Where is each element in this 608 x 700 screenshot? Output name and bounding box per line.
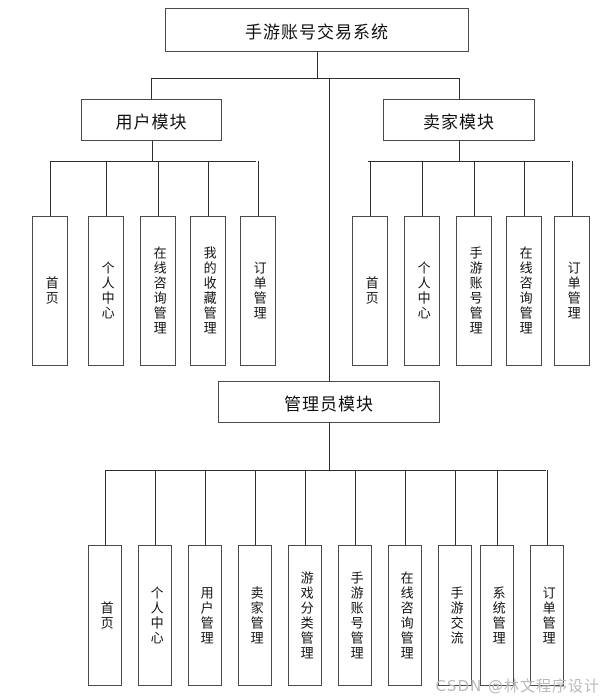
node-leaf-seller-3[interactable]: 在线咨询管理 bbox=[506, 216, 542, 366]
connector-admin-child-8 bbox=[497, 470, 498, 545]
connector-seller-child-3 bbox=[524, 161, 525, 216]
node-leaf-admin-2-label: 用户管理 bbox=[197, 585, 213, 646]
node-leaf-admin-4-label: 游戏分类管理 bbox=[297, 570, 313, 661]
connector-admin-child-6 bbox=[405, 470, 406, 545]
node-leaf-admin-8[interactable]: 系统管理 bbox=[480, 545, 514, 686]
connector-user-child-0 bbox=[50, 161, 51, 216]
connector-seller-child-4 bbox=[572, 161, 573, 216]
node-leaf-seller-4-label: 订单管理 bbox=[564, 261, 580, 321]
node-leaf-seller-3-label: 在线咨询管理 bbox=[516, 246, 532, 336]
connector-admin-child-0 bbox=[105, 470, 106, 545]
node-leaf-seller-0[interactable]: 首页 bbox=[352, 216, 388, 366]
node-root[interactable]: 手游账号交易系统 bbox=[165, 8, 469, 52]
node-leaf-user-1-label: 个人中心 bbox=[98, 261, 114, 321]
node-leaf-seller-4[interactable]: 订单管理 bbox=[554, 216, 590, 366]
node-leaf-seller-0-label: 首页 bbox=[362, 276, 378, 306]
connector-user-drop bbox=[152, 141, 153, 161]
node-leaf-user-2[interactable]: 在线咨询管理 bbox=[140, 216, 176, 366]
node-leaf-admin-3[interactable]: 卖家管理 bbox=[238, 545, 272, 686]
connector-admin-child-3 bbox=[255, 470, 256, 545]
node-leaf-admin-6[interactable]: 在线咨询管理 bbox=[388, 545, 422, 686]
connector-admin-drop bbox=[329, 423, 330, 470]
node-module-seller-label: 卖家模块 bbox=[423, 112, 495, 133]
node-leaf-user-0-label: 首页 bbox=[42, 276, 58, 306]
node-leaf-admin-9[interactable]: 订单管理 bbox=[530, 545, 564, 686]
node-module-admin[interactable]: 管理员模块 bbox=[218, 381, 440, 423]
connector-to-user-module bbox=[151, 78, 152, 99]
node-module-user[interactable]: 用户模块 bbox=[81, 99, 222, 141]
node-leaf-admin-1-label: 个人中心 bbox=[147, 585, 163, 646]
connector-seller-child-1 bbox=[422, 161, 423, 216]
node-leaf-admin-0[interactable]: 首页 bbox=[88, 545, 122, 686]
node-leaf-seller-1[interactable]: 个人中心 bbox=[404, 216, 440, 366]
connector-seller-drop bbox=[459, 141, 460, 161]
connector-user-child-1 bbox=[106, 161, 107, 216]
node-root-label: 手游账号交易系统 bbox=[245, 22, 389, 43]
connector-admin-child-4 bbox=[305, 470, 306, 545]
connector-admin-child-7 bbox=[455, 470, 456, 545]
connector-admin-child-9 bbox=[547, 470, 548, 545]
node-leaf-admin-2[interactable]: 用户管理 bbox=[188, 545, 222, 686]
node-leaf-admin-3-label: 卖家管理 bbox=[247, 585, 263, 646]
connector-root-drop bbox=[317, 52, 318, 78]
node-leaf-admin-5[interactable]: 手游账号管理 bbox=[338, 545, 372, 686]
connector-user-child-2 bbox=[158, 161, 159, 216]
node-leaf-user-2-label: 在线咨询管理 bbox=[150, 246, 166, 336]
connector-user-child-4 bbox=[258, 161, 259, 216]
node-leaf-admin-7-label: 手游交流 bbox=[447, 585, 463, 646]
node-leaf-seller-1-label: 个人中心 bbox=[414, 261, 430, 321]
connector-to-seller-module bbox=[459, 78, 460, 99]
node-module-admin-label: 管理员模块 bbox=[284, 394, 374, 415]
node-leaf-user-3-label: 我的收藏管理 bbox=[200, 246, 216, 336]
connector-to-admin-module bbox=[329, 78, 330, 381]
node-leaf-user-4[interactable]: 订单管理 bbox=[240, 216, 276, 366]
node-module-user-label: 用户模块 bbox=[115, 112, 188, 133]
connector-admin-child-1 bbox=[155, 470, 156, 545]
connector-admin-child-2 bbox=[205, 470, 206, 545]
node-leaf-seller-2-label: 手游账号管理 bbox=[466, 246, 482, 336]
node-leaf-admin-7[interactable]: 手游交流 bbox=[438, 545, 472, 686]
connector-user-child-3 bbox=[208, 161, 209, 216]
node-leaf-admin-4[interactable]: 游戏分类管理 bbox=[288, 545, 322, 686]
connector-seller-child-2 bbox=[474, 161, 475, 216]
node-leaf-admin-1[interactable]: 个人中心 bbox=[138, 545, 172, 686]
node-leaf-admin-5-label: 手游账号管理 bbox=[347, 570, 363, 661]
connector-seller-bus bbox=[368, 161, 570, 162]
node-module-seller[interactable]: 卖家模块 bbox=[383, 99, 535, 141]
connector-admin-bus bbox=[105, 470, 546, 471]
connector-admin-child-5 bbox=[355, 470, 356, 545]
node-leaf-admin-9-label: 订单管理 bbox=[539, 585, 555, 646]
node-leaf-user-3[interactable]: 我的收藏管理 bbox=[190, 216, 226, 366]
connector-user-bus bbox=[50, 161, 256, 162]
node-leaf-admin-0-label: 首页 bbox=[97, 600, 113, 631]
node-leaf-admin-8-label: 系统管理 bbox=[489, 585, 505, 646]
connector-seller-child-0 bbox=[370, 161, 371, 216]
node-leaf-admin-6-label: 在线咨询管理 bbox=[397, 570, 413, 661]
node-leaf-user-4-label: 订单管理 bbox=[250, 261, 266, 321]
connector-top-bus bbox=[151, 78, 459, 79]
node-leaf-user-1[interactable]: 个人中心 bbox=[88, 216, 124, 366]
node-leaf-user-0[interactable]: 首页 bbox=[32, 216, 68, 366]
node-leaf-seller-2[interactable]: 手游账号管理 bbox=[456, 216, 492, 366]
